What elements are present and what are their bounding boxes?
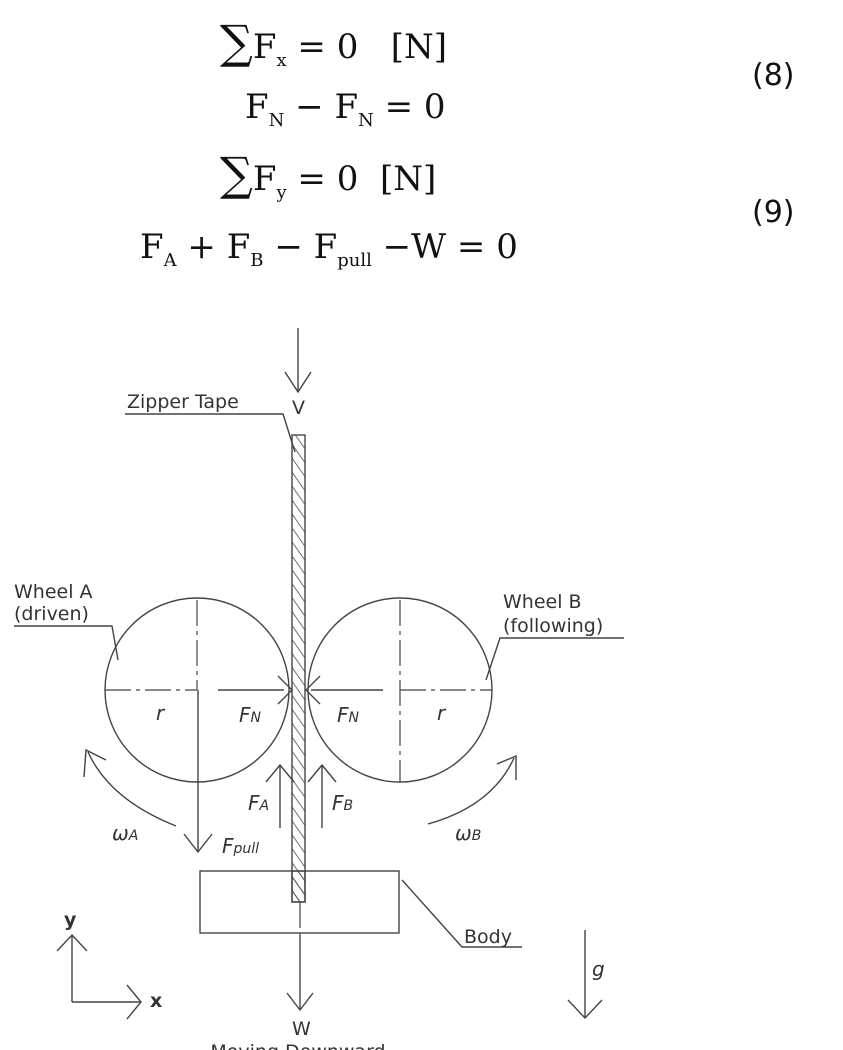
- caption: Moving Downward: [210, 1041, 385, 1050]
- gravity-label: g: [592, 957, 605, 981]
- wheel-a-label-line1: Wheel A: [14, 581, 93, 603]
- gravity-arrow: [567, 930, 603, 1020]
- wheel-b-label-line2: (following): [503, 615, 603, 637]
- eq9-line2: FA + FB − Fpull −W = 0: [140, 227, 518, 271]
- omega-a-label: ωA: [112, 821, 138, 845]
- equation-number-9: (9): [752, 195, 795, 230]
- body-leader: [401, 879, 522, 948]
- y-axis-label: y: [64, 909, 77, 931]
- eq8-line1: ∑Fx = 0 [N]: [220, 15, 447, 71]
- radius-label-b: r: [437, 701, 447, 725]
- weight-arrow: [286, 902, 314, 1012]
- omega-a-arrow: [83, 748, 177, 827]
- normal-force-label-b: FN: [337, 703, 360, 727]
- force-b-arrow: [307, 763, 337, 828]
- x-axis-label: x: [150, 990, 162, 1012]
- eq8-line2: FN − FN = 0: [245, 87, 446, 131]
- normal-force-label-a: FN: [239, 703, 262, 727]
- equation-9: ∑Fy = 0 [N] FA + FB − Fpull −W = 0 (9): [140, 147, 795, 271]
- pull-force-arrow: [183, 690, 213, 854]
- velocity-label: V: [292, 397, 305, 419]
- body-label: Body: [464, 926, 512, 948]
- normal-force-b-arrowhead: [305, 675, 321, 705]
- wheel-b-label-line1: Wheel B: [503, 591, 582, 613]
- force-a-arrow: [265, 763, 295, 828]
- zipper-tape: [291, 434, 306, 903]
- omega-b-arrow: [427, 754, 517, 825]
- force-a-label: FA: [248, 791, 269, 815]
- weight-label: W: [292, 1018, 311, 1040]
- eq9-line1: ∑Fy = 0 [N]: [220, 147, 436, 203]
- equation-number-8: (8): [752, 58, 795, 93]
- pull-force-label: Fpull: [222, 834, 259, 858]
- velocity-arrow: [284, 328, 312, 394]
- omega-b-label: ωB: [455, 821, 481, 845]
- wheel-a-label-line2: (driven): [14, 603, 89, 625]
- zipper-tape-in-body: [291, 870, 306, 903]
- zipper-tape-label: Zipper Tape: [127, 391, 239, 413]
- coordinate-axes: [56, 933, 142, 1020]
- force-b-label: FB: [332, 791, 353, 815]
- wheel-b-leader: [485, 637, 624, 681]
- radius-label-a: r: [156, 701, 166, 725]
- free-body-diagram: V Zipper Tape Wheel A (driven) Wheel B (…: [14, 328, 624, 1050]
- equation-8: ∑Fx = 0 [N] FN − FN = 0 (8): [220, 15, 795, 131]
- wheel-a-leader: [14, 625, 119, 661]
- zipper-tape-leader: [125, 413, 296, 453]
